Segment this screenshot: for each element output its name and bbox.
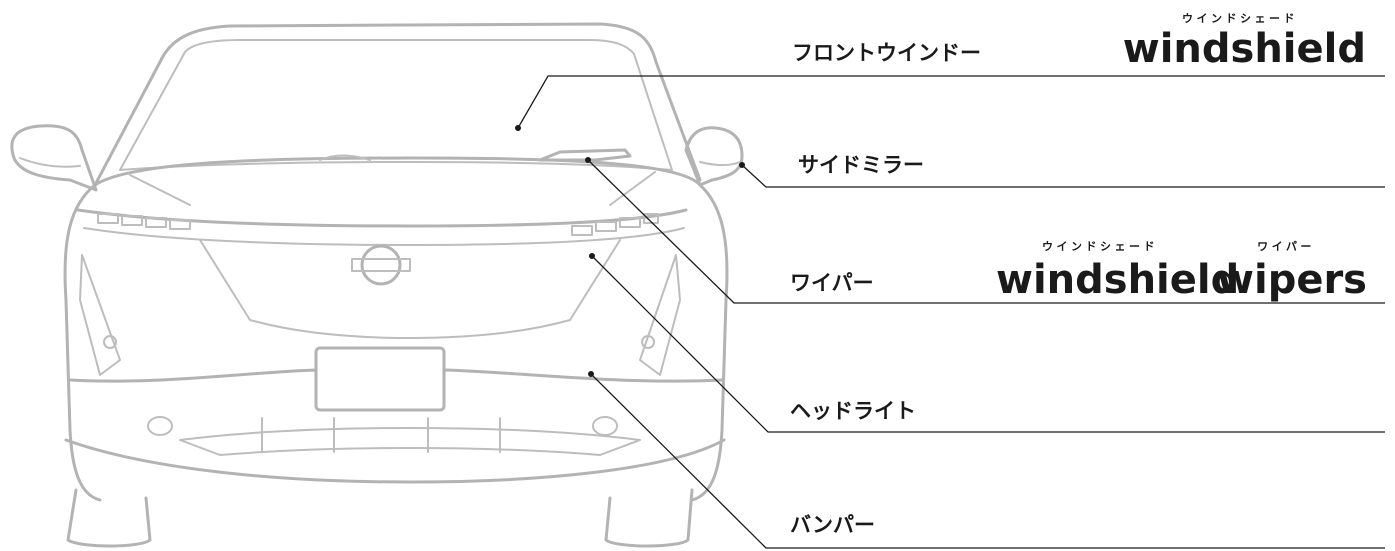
- headlight-bar-lower: [83, 227, 685, 246]
- label-wiper-en2: wipers: [1217, 257, 1367, 303]
- grille-outline: [199, 239, 621, 339]
- wheel-left: [66, 488, 152, 548]
- label-wiper-ruby2: ワイパー: [1257, 240, 1315, 253]
- fog-lamp-left: [147, 416, 173, 436]
- fog-lamp-right-upper: [641, 335, 655, 349]
- label-wiper-jp: ワイパー: [790, 271, 874, 295]
- fog-lamp-left-upper: [103, 335, 117, 349]
- headlight-right: [571, 213, 659, 236]
- lower-grille-bars: [261, 417, 501, 453]
- leader-windshield: [515, 75, 1385, 131]
- fog-lamp-right: [592, 416, 618, 436]
- leader-side-mirror: [739, 162, 1385, 188]
- leader-bumper: [588, 371, 1385, 549]
- label-bumper-jp: バンパー: [790, 513, 875, 537]
- wiper-blade-right: [538, 148, 632, 162]
- mirror-left-line: [19, 157, 81, 168]
- body-right-side: [690, 183, 729, 502]
- hood-crease-left: [129, 174, 191, 206]
- labels: フロントウインドー ウインドシェード windshield サイドミラー ワイパ…: [790, 12, 1367, 537]
- car-roof-outline: [158, 22, 702, 182]
- leader-wiper: [585, 157, 1385, 304]
- mirror-left: [10, 124, 98, 192]
- wheel-right: [604, 488, 694, 548]
- mirror-right: [684, 126, 744, 187]
- label-side-mirror-jp: サイドミラー: [798, 153, 924, 177]
- windshield-glass: [119, 39, 673, 171]
- label-wiper-ruby1: ウインドシェード: [1042, 240, 1158, 253]
- lower-grille: [179, 427, 641, 456]
- leader-lines: [515, 75, 1385, 549]
- bumper-lower: [64, 438, 726, 484]
- label-windshield-en: windshield: [1123, 26, 1366, 72]
- nissan-emblem: [351, 244, 411, 286]
- label-wiper-en1: windshield: [996, 257, 1239, 303]
- intake-right: [639, 254, 681, 376]
- mirror-right-line: [699, 161, 741, 166]
- wiper-blade-left: [319, 154, 371, 161]
- label-headlight-jp: ヘッドライト: [790, 399, 916, 423]
- car-roof-left: [93, 60, 162, 187]
- car-illustration: [10, 22, 744, 548]
- bumper-upper: [68, 368, 724, 383]
- license-plate: [314, 346, 446, 412]
- label-windshield-ruby: ウインドシェード: [1182, 12, 1298, 25]
- leader-headlight: [589, 253, 1385, 433]
- hood-crease-right: [609, 171, 656, 206]
- car-hood: [93, 156, 702, 187]
- label-windshield-jp: フロントウインドー: [792, 41, 981, 65]
- headlight-left: [97, 213, 191, 230]
- body-left-side: [63, 183, 102, 502]
- intake-left: [79, 254, 121, 376]
